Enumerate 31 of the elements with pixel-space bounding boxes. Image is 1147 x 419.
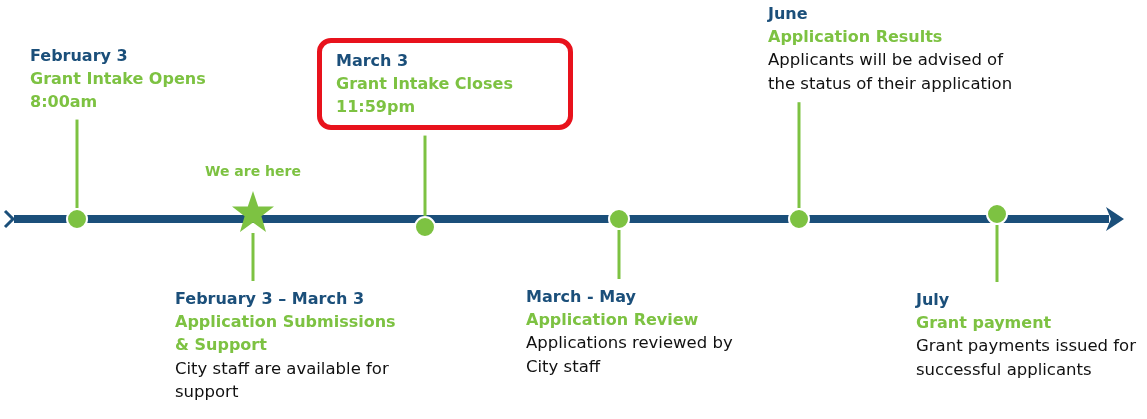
star-marker bbox=[231, 191, 275, 233]
date-label: March - May bbox=[526, 286, 637, 308]
timeline-dot bbox=[788, 208, 810, 230]
milestone-title: Grant Intake Opens bbox=[30, 68, 207, 91]
milestone-title: Application Submissions & Support bbox=[175, 311, 397, 357]
milestone-description: Applications reviewed by City staff bbox=[526, 332, 734, 379]
milestone-title: Grant Intake Closes bbox=[336, 73, 514, 96]
milestone-title: Application Review bbox=[526, 309, 700, 332]
date-label: July bbox=[916, 289, 951, 311]
milestone-title: Application Results bbox=[768, 26, 944, 49]
date-label: March 3 bbox=[336, 50, 410, 72]
timeline-dot bbox=[608, 208, 630, 230]
connector-line bbox=[75, 119, 79, 208]
date-label: February 3 bbox=[30, 45, 129, 67]
milestone-description: City staff are available for support bbox=[175, 357, 390, 404]
milestone-description: Grant payments issued for successful applicants bbox=[916, 335, 1137, 382]
marker-label: We are here bbox=[205, 163, 301, 179]
connector-line bbox=[617, 230, 621, 279]
milestone-title: Grant payment bbox=[916, 312, 1053, 335]
timeline-dot bbox=[986, 203, 1008, 225]
date-label: June bbox=[768, 3, 809, 25]
date-label: February 3 – March 3 bbox=[175, 288, 365, 310]
time-label: 11:59pm bbox=[336, 96, 417, 119]
connector-line bbox=[995, 225, 999, 282]
milestone-description: Applicants will be advised of the status of their application bbox=[768, 49, 1014, 96]
connector-line bbox=[797, 102, 801, 208]
timeline-dot bbox=[414, 216, 436, 238]
connector-line bbox=[423, 135, 427, 216]
time-label: 8:00am bbox=[30, 91, 99, 114]
timeline-dot bbox=[66, 208, 88, 230]
highlight-box bbox=[317, 38, 573, 130]
